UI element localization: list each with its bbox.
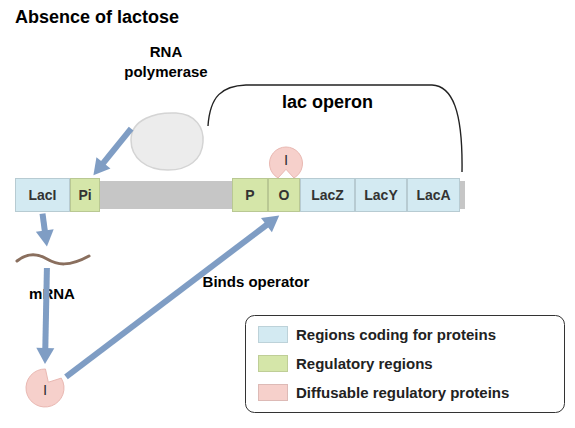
- polymerase-blob: [128, 110, 206, 172]
- repressor-label: I: [268, 150, 304, 170]
- arrow-shaft: [102, 129, 132, 166]
- gene-box: LacZ: [300, 178, 355, 212]
- edge-label: Binds operator: [203, 272, 310, 292]
- box-label: P: [245, 187, 254, 203]
- box-label: LacI: [28, 187, 56, 203]
- arrow-shaft: [43, 214, 46, 234]
- arrow-connector: [66, 215, 279, 376]
- mrna-label: mRNA: [12, 284, 92, 304]
- diagram-title: Absence of lactose: [15, 7, 179, 28]
- box-label: Pi: [78, 187, 91, 203]
- promoter-box: P: [232, 178, 268, 212]
- arrow-head: [36, 229, 54, 246]
- gene-box: LacI: [15, 178, 70, 212]
- mrna-line: [17, 255, 89, 264]
- arrow-head: [261, 215, 279, 232]
- arrow-connector: [93, 129, 131, 176]
- region-label: lac operon: [282, 92, 373, 113]
- mrna-wave: [15, 252, 91, 268]
- arrow-head: [93, 157, 110, 175]
- repressor-label: I: [24, 380, 66, 400]
- arrow-shaft: [45, 268, 47, 351]
- operator-box: O: [268, 178, 300, 212]
- arrow-head: [36, 348, 54, 364]
- box-label: O: [279, 187, 290, 203]
- gene-box: LacA: [407, 178, 460, 212]
- promoter-box: Pi: [70, 178, 100, 212]
- node-heading: RNA polymerase: [116, 42, 216, 82]
- box-label: LacY: [364, 187, 397, 203]
- box-label: LacA: [416, 187, 450, 203]
- rna-polymerase: RNA polymerase: [98, 40, 234, 172]
- repressor-protein: I: [268, 146, 304, 181]
- arrow-connector: [36, 268, 54, 364]
- gene-box: LacY: [355, 178, 407, 212]
- arrow-shaft: [66, 223, 269, 377]
- legend-frame: [246, 316, 565, 413]
- arrow-connector: [36, 214, 54, 247]
- box-label: LacZ: [311, 187, 344, 203]
- repressor-protein: I: [24, 368, 66, 408]
- blob-outline: [131, 113, 203, 170]
- operon-bracket: [208, 85, 462, 172]
- mrna-strand: mRNA: [12, 252, 92, 310]
